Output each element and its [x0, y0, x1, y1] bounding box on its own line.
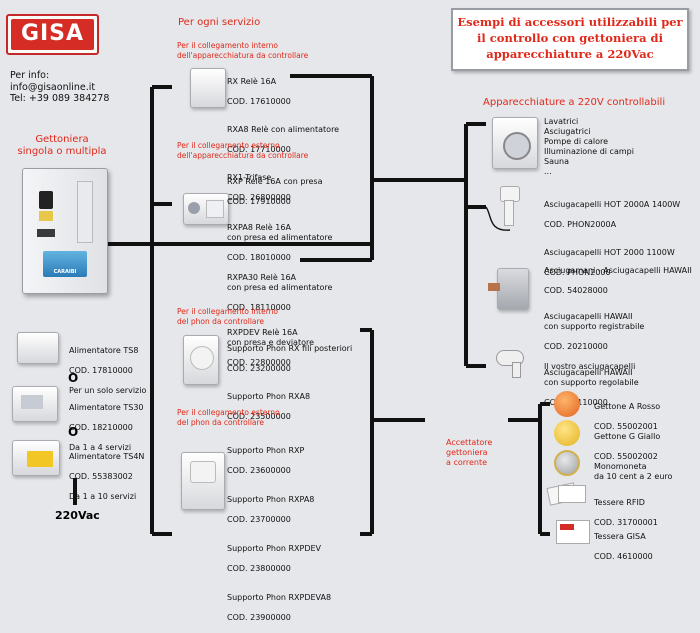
gisa-card-image [556, 520, 590, 544]
alimentatore-ts30-info: Alimentatore TS30 COD. 18210000 Da 1 a 4… [69, 403, 144, 452]
contact-info: Per info: info@gisaonline.it Tel: +39 08… [10, 70, 109, 105]
rele-interno-image [190, 68, 226, 108]
alimentatore-ts8-info: Alimentatore TS8 COD. 17810000 Per un so… [69, 346, 147, 395]
accettatore-label: Accettatore gettoniera a corrente [446, 438, 493, 467]
rele-esterno-image [183, 193, 229, 225]
token-yellow-image [554, 420, 580, 446]
coin-image [554, 450, 580, 476]
esempi-title: Esempi di accessori utilizzabili per il … [457, 15, 683, 61]
esempi-title-box: Esempi di accessori utilizzabili per il … [451, 8, 689, 71]
phon-interno-image [183, 335, 219, 385]
section-esterno-phon: Per il collegamento esterno del phon da … [177, 408, 280, 427]
phon-interno-list: Supporto Phon RX fili posteriori COD. 23… [227, 344, 353, 421]
rfid-info: Tessere RFID COD. 31700001 [594, 498, 658, 527]
voltage-label: 220Vac [55, 509, 100, 522]
contact-phone: Tel: +39 089 384278 [10, 93, 110, 104]
contact-label: Per info: [10, 70, 50, 81]
per-ogni-servizio-label: Per ogni servizio [178, 17, 261, 28]
rele-interno-list: RX Relè 16A COD. 17610000 RXA8 Relè con … [227, 77, 340, 202]
token-red-info: Gettone A Rosso COD. 55002001 [594, 402, 661, 431]
or-label-2: O [68, 425, 79, 439]
contact-email: info@gisaonline.it [10, 81, 96, 93]
gettoniera-device: CARAIBI [22, 168, 108, 294]
asciugacapelli-list: Asciugacapelli HOT 2000A 1400W COD. PHON… [544, 200, 681, 277]
or-label-1: O [68, 371, 79, 385]
section-interno-apparecchiatura: Per il collegamento interno dell'apparec… [177, 41, 309, 60]
alimentatore-ts4n-info: Alimentatore TS4N COD. 55383002 Da 1 a 1… [69, 452, 145, 501]
coin-info: Monomoneta da 10 cent a 2 euro [594, 462, 673, 481]
alimentatore-ts30-image [12, 386, 58, 422]
gettoniera-brand: CARAIBI [53, 269, 77, 275]
token-red-image [554, 391, 580, 417]
token-yellow-info: Gettone G Giallo COD. 55002002 [594, 432, 661, 461]
gisa-card-info: Tessera GISA COD. 4610000 [594, 532, 653, 561]
hairdryer-hot-image [492, 186, 528, 234]
vostro-asciugacapelli: Il vostro asciugacapelli [544, 362, 636, 371]
section-interno-phon: Per il collegamento interno del phon da … [177, 307, 279, 326]
gettoniera-title: Gettoniera singola o multipla [17, 134, 107, 157]
hairdryer-generic-image [496, 346, 528, 378]
hawaii-image [488, 268, 529, 310]
phon-esterno-image [181, 452, 225, 510]
rele-esterno-list: RXP Relè 16A con presa COD. 17910000 RXP… [227, 177, 333, 367]
phon-esterno-list: Supporto Phon RXP COD. 23600000 Supporto… [227, 446, 332, 622]
alimentatore-ts8-image [17, 332, 59, 364]
washing-machine-image [492, 117, 538, 169]
alimentatore-ts4n-image [12, 440, 60, 476]
gisa-logo: GISA [6, 14, 99, 55]
apparecchiature-list: Lavatrici Asciugatrici Pompe di calore I… [544, 117, 634, 176]
rfid-cards-image [546, 481, 588, 507]
section-esterno-apparecchiatura: Per il collegamento esterno dell'apparec… [177, 141, 309, 160]
connector-lines [73, 74, 550, 536]
apparecchiature-title: Apparecchiature a 220V controllabili [483, 97, 666, 108]
